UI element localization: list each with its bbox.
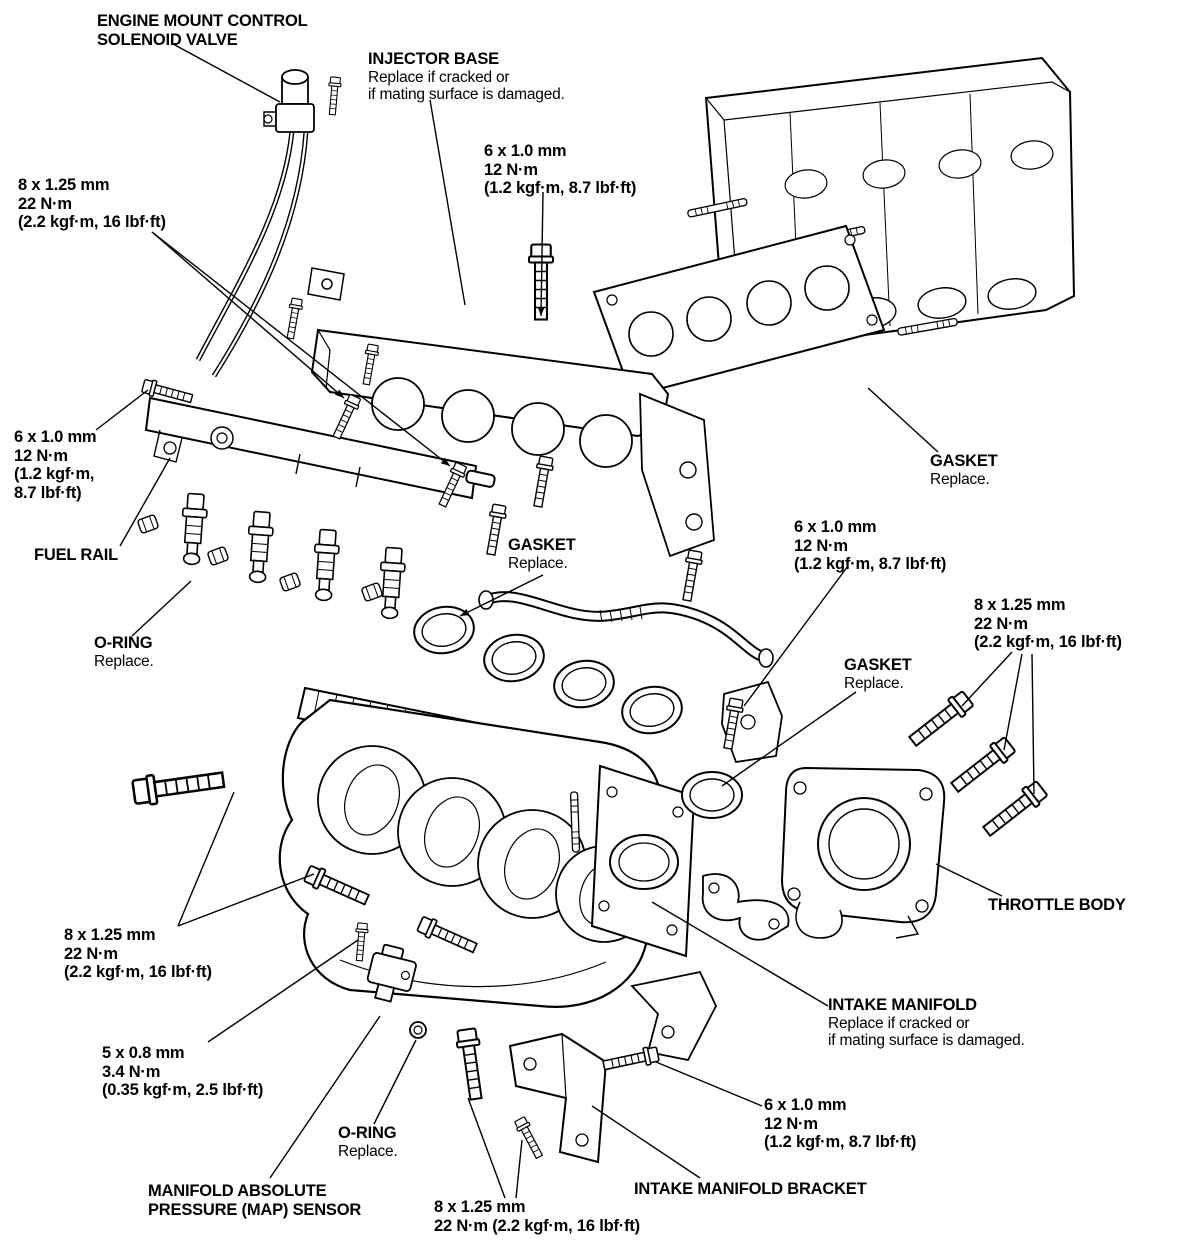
- label-line: 12 N·m: [794, 536, 848, 555]
- throttle-body: [780, 766, 946, 939]
- label-line: Replace.: [930, 470, 990, 488]
- label-line: (2.2 kgf·m, 16 lbf·ft): [974, 633, 1122, 652]
- label-engine-mount-control-solenoid-valve: ENGINE MOUNT CONTROL SOLENOID VALVE: [97, 12, 308, 49]
- label-line: Replace if cracked or: [368, 68, 510, 86]
- label-torque-6x10-bracket: 6 x 1.0 mm 12 N·m (1.2 kgf·m, 8.7 lbf·ft…: [764, 1096, 916, 1152]
- label-line: 12 N·m: [484, 160, 538, 179]
- map-sensor: [366, 943, 417, 1003]
- label-line: 22 N·m: [974, 614, 1028, 633]
- label-line: Replace.: [338, 1142, 398, 1160]
- label-line: 6 x 1.0 mm: [484, 142, 567, 160]
- label-line: 5 x 0.8 mm: [102, 1044, 185, 1062]
- label-line: 6 x 1.0 mm: [794, 518, 877, 536]
- label-intake-manifold: INTAKE MANIFOLD Replace if cracked or if…: [828, 996, 1025, 1050]
- label-line: Replace.: [94, 652, 154, 670]
- label-line: if mating surface is damaged.: [828, 1032, 1025, 1050]
- label-line: FUEL RAIL: [34, 546, 119, 564]
- map-sensor-o-ring: [409, 1021, 427, 1039]
- label-line: 6 x 1.0 mm: [14, 428, 97, 446]
- label-line: SOLENOID VALVE: [97, 30, 238, 49]
- label-map-sensor: MANIFOLD ABSOLUTE PRESSURE (MAP) SENSOR: [148, 1182, 361, 1219]
- label-line: (1.2 kgf·m, 8.7 lbf·ft): [764, 1133, 917, 1152]
- label-line: 22 N·m: [64, 944, 118, 963]
- label-torque-8x125-bracket: 8 x 1.25 mm 22 N·m (2.2 kgf·m, 16 lbf·ft…: [434, 1198, 640, 1235]
- label-line: Replace.: [844, 674, 904, 692]
- harness-bracket: [307, 267, 345, 301]
- label-line: 8.7 lbf·ft): [14, 483, 82, 502]
- breather-hose: [478, 590, 774, 668]
- label-fuel-rail: FUEL RAIL: [34, 546, 118, 565]
- label-injector-base: INJECTOR BASE Replace if cracked or if m…: [368, 50, 565, 104]
- label-torque-8x125-fuel-rail: 8 x 1.25 mm 22 N·m (2.2 kgf·m, 16 lbf·ft…: [18, 176, 166, 232]
- label-line: 8 x 1.25 mm: [18, 176, 110, 194]
- label-gasket-ports: GASKET Replace.: [508, 536, 576, 572]
- label-line: (0.35 kgf·m, 2.5 lbf·ft): [102, 1081, 264, 1100]
- label-line: (2.2 kgf·m, 16 lbf·ft): [18, 213, 166, 232]
- label-line: GASKET: [844, 656, 912, 674]
- label-line: 22 N·m (2.2 kgf·m, 16 lbf·ft): [434, 1216, 640, 1235]
- label-o-ring-fuel-rail: O-RING Replace.: [94, 634, 154, 670]
- label-throttle-body: THROTTLE BODY: [988, 896, 1126, 915]
- label-line: O-RING: [338, 1124, 397, 1142]
- label-line: (1.2 kgf·m, 8.7 lbf·ft): [484, 179, 637, 198]
- label-line: 3.4 N·m: [102, 1062, 161, 1081]
- label-line: 12 N·m: [14, 446, 68, 465]
- label-line: 8 x 1.25 mm: [974, 596, 1066, 614]
- label-line: if mating surface is damaged.: [368, 86, 565, 104]
- label-line: INTAKE MANIFOLD: [828, 996, 977, 1014]
- label-torque-8x125-manifold: 8 x 1.25 mm 22 N·m (2.2 kgf·m, 16 lbf·ft…: [64, 926, 212, 982]
- label-line: Replace.: [508, 554, 568, 572]
- label-line: ENGINE MOUNT CONTROL: [97, 12, 308, 30]
- label-o-ring-map-sensor: O-RING Replace.: [338, 1124, 398, 1160]
- manifold-bolt: [130, 764, 227, 808]
- label-torque-6x10-fuel-rail: 6 x 1.0 mm 12 N·m (1.2 kgf·m, 8.7 lbf·ft…: [14, 428, 97, 503]
- label-torque-5x08-map-sensor: 5 x 0.8 mm 3.4 N·m (0.35 kgf·m, 2.5 lbf·…: [102, 1044, 263, 1100]
- label-line: INTAKE MANIFOLD BRACKET: [634, 1180, 867, 1198]
- label-line: PRESSURE (MAP) SENSOR: [148, 1200, 362, 1219]
- label-line: O-RING: [94, 634, 153, 652]
- label-line: (1.2 kgf·m,: [14, 465, 95, 484]
- solenoid-bolt: [325, 76, 343, 116]
- label-line: MANIFOLD ABSOLUTE: [148, 1182, 327, 1200]
- solenoid-valve: [195, 69, 315, 378]
- label-line: 8 x 1.25 mm: [434, 1198, 526, 1216]
- leader-lines: [95, 43, 1035, 1199]
- label-line: 8 x 1.25 mm: [64, 926, 156, 944]
- label-line: INJECTOR BASE: [368, 50, 499, 68]
- label-gasket-head: GASKET Replace.: [930, 452, 998, 488]
- intake-manifold: [278, 686, 696, 1008]
- label-line: (1.2 kgf·m, 8.7 lbf·ft): [794, 555, 947, 574]
- label-torque-6x10-center: 6 x 1.0 mm 12 N·m (1.2 kgf·m, 8.7 lbf·ft…: [794, 518, 946, 574]
- injector-base: [310, 328, 715, 558]
- bracket-bolt: [454, 1026, 489, 1102]
- fuel-rail: [144, 396, 496, 500]
- head-gasket: [592, 224, 886, 398]
- label-line: (2.2 kgf·m, 16 lbf·ft): [64, 963, 212, 982]
- label-intake-manifold-bracket: INTAKE MANIFOLD BRACKET: [634, 1180, 867, 1199]
- label-gasket-throttle-body: GASKET Replace.: [844, 656, 912, 692]
- label-line: THROTTLE BODY: [988, 896, 1126, 914]
- intake-manifold-bracket: [508, 1032, 608, 1164]
- label-line: 22 N·m: [18, 194, 72, 213]
- label-line: 6 x 1.0 mm: [764, 1096, 847, 1114]
- label-line: Replace if cracked or: [828, 1014, 970, 1032]
- bracket-second: [630, 970, 718, 1062]
- label-torque-8x125-throttle-body: 8 x 1.25 mm 22 N·m (2.2 kgf·m, 16 lbf·ft…: [974, 596, 1122, 652]
- label-torque-6x10-injector-base: 6 x 1.0 mm 12 N·m (1.2 kgf·m, 8.7 lbf·ft…: [484, 142, 636, 198]
- label-line: GASKET: [508, 536, 576, 554]
- label-line: GASKET: [930, 452, 998, 470]
- label-line: 12 N·m: [764, 1114, 818, 1133]
- stay-bracket: [701, 873, 790, 941]
